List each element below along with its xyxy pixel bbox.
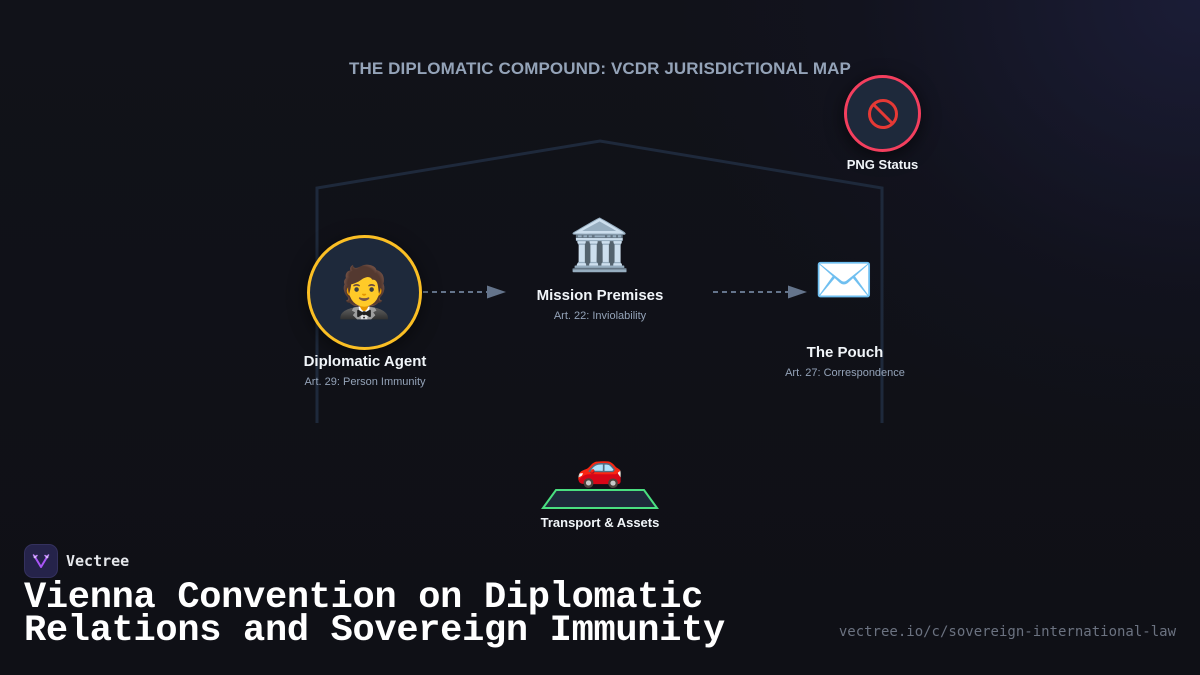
person-in-tuxedo-icon: 🤵 <box>333 264 396 320</box>
diplomatic-agent-label: Diplomatic Agent <box>303 353 427 370</box>
diplomatic-agent-node[interactable]: 🤵 <box>307 235 422 350</box>
diagram-title: THE DIPLOMATIC COMPOUND: VCDR JURISDICTI… <box>349 59 851 78</box>
diplomatic-agent-article: Art. 29: Person Immunity <box>304 376 426 388</box>
car-icon[interactable]: 🚗 <box>576 445 624 489</box>
arrow-agent-to-premises <box>423 285 506 299</box>
transport-platform <box>541 489 659 509</box>
transport-assets-label: Transport & Assets <box>540 515 660 530</box>
mission-premises-label: Mission Premises <box>536 287 664 304</box>
page-title-line-2: Relations and Sovereign Immunity <box>24 610 725 652</box>
mission-premises-article: Art. 22: Inviolability <box>553 310 647 322</box>
source-url[interactable]: vectree.io/c/sovereign-international-law <box>838 624 1176 640</box>
the-pouch-label: The Pouch <box>806 344 884 361</box>
prohibited-icon <box>867 98 898 129</box>
envelope-icon[interactable]: ✉️ <box>814 252 874 308</box>
brand-name: Vectree <box>66 552 130 570</box>
png-status-label: PNG Status <box>846 157 919 172</box>
classical-building-icon[interactable]: 🏛️ <box>568 216 632 274</box>
arrow-premises-to-pouch <box>713 285 807 299</box>
page-title: Vienna Convention on Diplomatic Relation… <box>24 577 784 652</box>
page-title-line-1: Vienna Convention on Diplomatic <box>24 577 704 619</box>
vectree-logo-icon <box>24 544 58 578</box>
brand: Vectree <box>24 544 129 578</box>
png-status-node[interactable] <box>844 75 921 152</box>
the-pouch-article: Art. 27: Correspondence <box>785 367 905 379</box>
